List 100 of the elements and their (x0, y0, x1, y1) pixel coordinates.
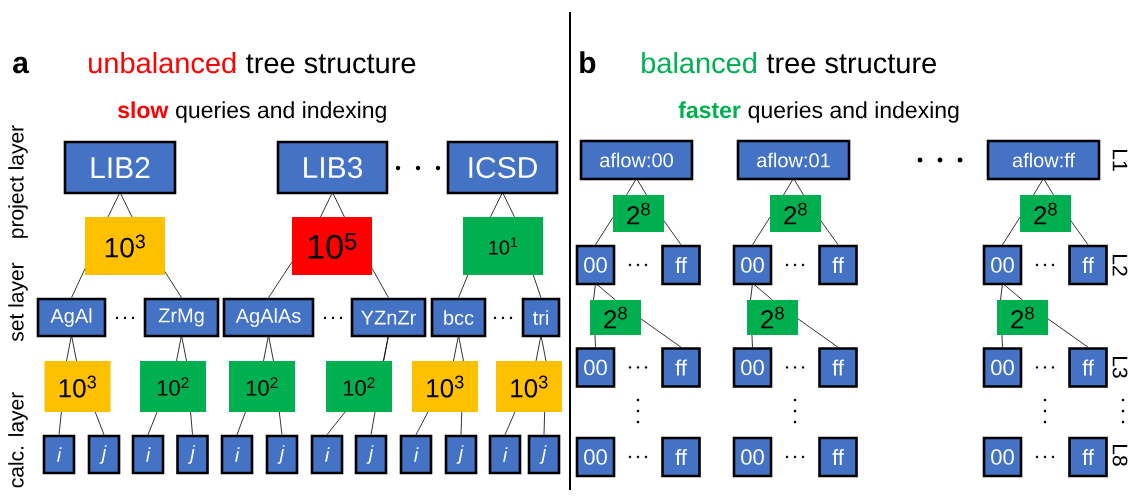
tree-edge (1033, 177, 1054, 196)
tree-node-box: i (310, 434, 344, 475)
level-label: L2 (1112, 255, 1128, 276)
tree-edge (370, 411, 376, 436)
tree-edge (460, 411, 463, 436)
tree-node-box: 00 (575, 347, 616, 388)
tree-node-box: j (87, 434, 121, 475)
count-box: 10$^{3}$ (496, 361, 562, 412)
tree-edge (94, 411, 105, 436)
tree-edge (595, 216, 614, 246)
title-text: tree structure (246, 54, 416, 74)
tree-node-box: 00 (575, 436, 616, 478)
tree-edge (263, 334, 274, 362)
tree-edge (626, 177, 647, 196)
subtitle-text: slow (118, 101, 169, 119)
tree-node-box: 00 (982, 347, 1023, 388)
tree-edge (504, 411, 516, 436)
tree-edge (640, 318, 682, 348)
count-box: 2$^{8}$ (747, 300, 798, 335)
tree-node-box: ff (818, 436, 858, 478)
tree-node-box: LIB3 (276, 140, 389, 195)
tree-edge (383, 334, 389, 362)
tree-edge (453, 334, 464, 362)
tree-edge (1001, 334, 1003, 348)
tree-node-box: j (444, 434, 478, 475)
tree-edge (371, 267, 389, 299)
count-box: 2$^{8}$ (770, 195, 821, 232)
count-box: 10$^{2}$ (326, 361, 392, 412)
tree-node-box: AgAlAs (222, 297, 315, 338)
tree-edge (1002, 216, 1021, 246)
tree-edge (71, 268, 86, 299)
level-label: L1 (1112, 150, 1128, 171)
tree-edge (535, 334, 547, 362)
title-text: tree structure (766, 54, 936, 74)
tree-node-box: j (527, 434, 561, 475)
tree-node-box: YZnZr (350, 297, 427, 338)
tree-edge (278, 411, 283, 436)
tree-node-box: ff (1068, 436, 1108, 478)
tree-edge (320, 191, 345, 218)
count-box: 2$^{8}$ (613, 195, 664, 232)
count-box: 10$^{3}$ (85, 217, 165, 275)
tree-edge (751, 334, 753, 348)
count-box: 10$^{2}$ (140, 361, 206, 412)
subtitle-text: queries and indexing (748, 101, 959, 123)
tree-node-box: 00 (982, 244, 1023, 286)
tree-node-box: i (42, 434, 76, 475)
tree-node-box: j (265, 434, 299, 475)
count-box: 10$^{2}$ (229, 361, 295, 412)
tree-edge (1047, 318, 1089, 348)
tree-edge (415, 411, 429, 436)
tree-edge (190, 411, 193, 436)
tree-node-box: ff (661, 244, 701, 286)
tree-edge (326, 411, 346, 436)
count-box: 2$^{8}$ (997, 300, 1048, 335)
tree-node-box: i (488, 434, 522, 475)
tree-node-box: 00 (732, 347, 773, 388)
tree-edge (593, 282, 616, 301)
tree-edge (1000, 282, 1023, 301)
tree-node-box: aflow:ff (986, 139, 1101, 181)
tree-edge (543, 411, 546, 436)
count-box: 10$^{5}$ (292, 217, 372, 275)
count-box: 2$^{8}$ (1020, 195, 1071, 232)
tree-edge (594, 334, 596, 348)
tree-edge (750, 282, 773, 301)
tree-edge (164, 271, 182, 299)
tree-node-box: bcc (430, 297, 487, 338)
tree-edge (66, 334, 77, 362)
tree-edge (268, 261, 293, 299)
tree-node-box: j (354, 434, 388, 475)
tree-edge (783, 177, 804, 196)
tree-edge (236, 411, 246, 436)
subtitle-text: faster (678, 101, 741, 119)
tree-node-box: ICSD (446, 140, 559, 195)
tree-edge (797, 318, 839, 348)
tree-edge (58, 411, 62, 436)
tree-node-box: tri (521, 297, 561, 338)
tree-edge (107, 191, 133, 218)
tree-node-box: ff (1068, 347, 1108, 388)
tree-node-box: ff (661, 347, 701, 388)
level-label: L3 (1112, 357, 1128, 378)
tree-node-box: 00 (982, 436, 1023, 478)
tree-node-box: 00 (732, 436, 773, 478)
tree-edge (752, 216, 771, 246)
tree-node-box: ZrMg (143, 297, 220, 338)
tree-node-box: i (220, 434, 254, 475)
subtitle-text: queries and indexing (176, 101, 386, 123)
panel-letter: a (13, 56, 30, 74)
tree-node-box: aflow:00 (579, 139, 694, 181)
tree-edge (820, 220, 839, 246)
tree-edge (532, 274, 542, 299)
tree-edge (663, 220, 682, 246)
tree-node-box: i (131, 434, 165, 475)
tree-node-box: ff (661, 436, 701, 478)
count-box: 10$^{3}$ (44, 361, 111, 412)
title-text: balanced (642, 52, 756, 74)
layer-label: project layer (8, 125, 28, 238)
tree-node-box: LIB2 (63, 140, 177, 195)
count-box: 2$^{8}$ (590, 300, 641, 335)
layer-label: set layer (8, 262, 28, 342)
tree-node-box: aflow:01 (736, 139, 851, 181)
